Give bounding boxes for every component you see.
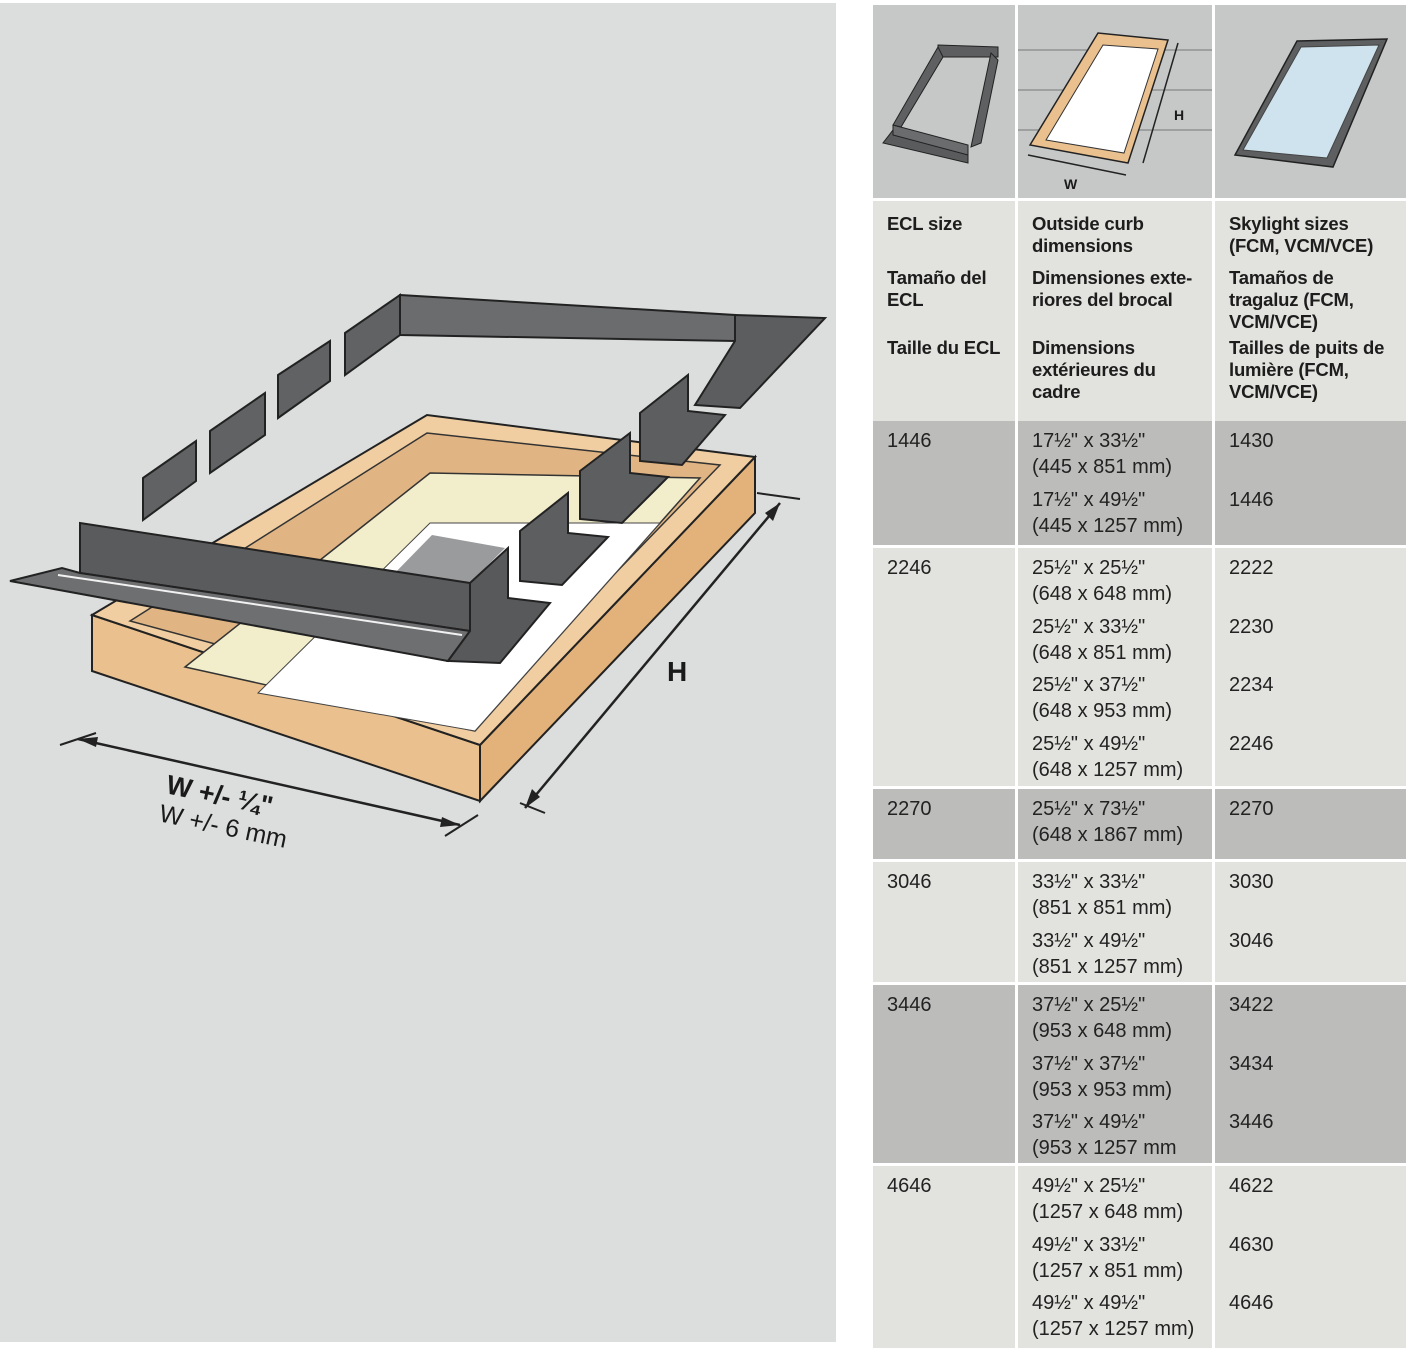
table-row: 3046 33½" x 33½" (851 x 851 mm) 3030 33½" x … bbox=[873, 862, 1406, 982]
header-curb-fr: Dimensions extérieures du cadre bbox=[1032, 337, 1156, 402]
skylight-size-cell: 4622 bbox=[1229, 1175, 1274, 1197]
header-ecl-es: Tamaño del ECL bbox=[887, 267, 987, 310]
skylight-size-cell: 3434 bbox=[1229, 1052, 1274, 1075]
ecl-size-cell: 1446 bbox=[887, 430, 932, 452]
curb-dimension-imperial: 49½" x 33½" bbox=[1032, 1233, 1146, 1256]
header-ecl-en: ECL size bbox=[887, 213, 963, 234]
curb-dimension-metric: (648 x 953 mm) bbox=[1032, 700, 1173, 722]
header-skylight-es: Tamaños de tragaluz (FCM, VCM/VCE) bbox=[1229, 267, 1354, 332]
skylight-size-cell: 2270 bbox=[1229, 798, 1274, 820]
column-divider bbox=[1015, 985, 1018, 1163]
curb-dimension-metric: (648 x 851 mm) bbox=[1032, 641, 1173, 664]
column-divider bbox=[1212, 548, 1215, 786]
skylight-size-cell: 3030 bbox=[1229, 871, 1274, 893]
flashing-kit-thumbnail bbox=[873, 5, 1015, 198]
ecl-size-cell: 2270 bbox=[887, 798, 932, 820]
column-divider bbox=[1212, 985, 1215, 1163]
curb-dimension-imperial: 25½" x 25½" bbox=[1032, 557, 1146, 579]
ecl-size-cell: 3046 bbox=[887, 871, 932, 893]
curb-dimension-metric: (1257 x 851 mm) bbox=[1032, 1259, 1184, 1282]
curb-dimension-imperial: 37½" x 49½" bbox=[1032, 1111, 1146, 1133]
ecl-flashing-icon bbox=[882, 44, 999, 164]
curb-dimension-metric: (445 x 1257 mm) bbox=[1032, 514, 1184, 537]
table-row: 1446 17½" x 33½" (445 x 851 mm) 1430 17½" x … bbox=[873, 421, 1406, 545]
skylight-size-cell: 1430 bbox=[1229, 430, 1274, 452]
table-row: 4646 49½" x 25½" (1257 x 648 mm) 4622 49½" x… bbox=[873, 1166, 1406, 1348]
skylight-size-cell: 3046 bbox=[1229, 929, 1274, 952]
header-skylight-sizes: Skylight sizes (FCM, VCM/VCE) Tamaños de… bbox=[1215, 201, 1406, 423]
curb-frame-icon: W H bbox=[1018, 32, 1212, 192]
curb-flashing-diagram: H W +/- ¼" W +/- 6 mm bbox=[9, 293, 828, 854]
skylight-size-cell: 4630 bbox=[1229, 1233, 1274, 1256]
skylight-size-cell: 4646 bbox=[1229, 1292, 1274, 1314]
curb-dimension-metric: (953 x 1257 mm bbox=[1032, 1137, 1177, 1159]
illustration-panel: H W +/- ¼" W +/- 6 mm bbox=[0, 3, 836, 1342]
column-divider bbox=[1212, 789, 1215, 859]
column-divider bbox=[1015, 1166, 1018, 1348]
ecl-size-table: W H ECL size Tamaño del ECL Taille du EC… bbox=[873, 5, 1406, 1348]
skylight-size-cell: 3446 bbox=[1229, 1111, 1274, 1133]
curb-dimension-metric: (648 x 1257 mm) bbox=[1032, 758, 1184, 781]
header-curb-en: Outside curb dimensions bbox=[1032, 213, 1144, 256]
column-divider bbox=[1015, 862, 1018, 982]
curb-dimension-metric: (953 x 648 mm) bbox=[1032, 1020, 1173, 1042]
column-divider bbox=[1212, 1166, 1215, 1348]
thumb-h-label: H bbox=[1174, 107, 1184, 123]
curb-dimension-metric: (648 x 648 mm) bbox=[1032, 583, 1173, 605]
column-divider bbox=[1015, 548, 1018, 786]
skylight-size-cell: 2234 bbox=[1229, 674, 1274, 696]
curb-dimension-imperial: 33½" x 33½" bbox=[1032, 871, 1146, 893]
curb-dimension-imperial: 25½" x 73½" bbox=[1032, 798, 1146, 820]
curb-dimension-metric: (445 x 851 mm) bbox=[1032, 456, 1173, 478]
curb-dimension-imperial: 33½" x 49½" bbox=[1032, 929, 1146, 952]
header-skylight-en: Skylight sizes (FCM, VCM/VCE) bbox=[1229, 213, 1374, 256]
curb-dimension-metric: (1257 x 1257 mm) bbox=[1032, 1318, 1195, 1340]
ecl-size-cell: 2246 bbox=[887, 557, 932, 579]
curb-dimension-metric: (648 x 1867 mm) bbox=[1032, 824, 1184, 846]
curb-frame-thumbnail: W H bbox=[1018, 5, 1212, 198]
skylight-size-cell: 2246 bbox=[1229, 732, 1274, 755]
table-row: 2270 25½" x 73½" (648 x 1867 mm) 2270 bbox=[873, 789, 1406, 859]
header-ecl-size: ECL size Tamaño del ECL Taille du ECL bbox=[873, 201, 1015, 423]
header-curb-dimensions: Outside curb dimensions Dimensiones exte… bbox=[1018, 201, 1212, 423]
skylight-size-cell: 2222 bbox=[1229, 557, 1274, 579]
curb-dimension-metric: (851 x 1257 mm) bbox=[1032, 955, 1184, 978]
ecl-size-cell: 3446 bbox=[887, 994, 932, 1016]
curb-dimension-imperial: 17½" x 49½" bbox=[1032, 488, 1146, 511]
curb-dimension-imperial: 37½" x 25½" bbox=[1032, 994, 1146, 1016]
curb-dimension-metric: (953 x 953 mm) bbox=[1032, 1078, 1173, 1101]
column-divider bbox=[1212, 862, 1215, 982]
column-divider bbox=[1212, 421, 1215, 545]
column-divider bbox=[1015, 789, 1018, 859]
ecl-size-cell: 4646 bbox=[887, 1175, 932, 1197]
header-curb-es: Dimensiones exte- riores del brocal bbox=[1032, 267, 1193, 310]
curb-dimension-imperial: 25½" x 33½" bbox=[1032, 615, 1146, 638]
skylight-thumbnail bbox=[1215, 5, 1406, 198]
table-row: 2246 25½" x 25½" (648 x 648 mm) 2222 25½" x … bbox=[873, 548, 1406, 786]
curb-dimension-imperial: 25½" x 49½" bbox=[1032, 732, 1146, 755]
curb-dimension-metric: (851 x 851 mm) bbox=[1032, 897, 1173, 919]
curb-dimension-metric: (1257 x 648 mm) bbox=[1032, 1201, 1184, 1223]
curb-dimension-imperial: 25½" x 37½" bbox=[1032, 674, 1146, 696]
skylight-icon bbox=[1233, 38, 1389, 168]
h-dimension-label: H bbox=[667, 656, 687, 687]
skylight-size-cell: 1446 bbox=[1229, 488, 1274, 511]
skylight-size-cell: 3422 bbox=[1229, 994, 1274, 1016]
header-skylight-fr: Tailles de puits de lumière (FCM, VCM/VC… bbox=[1229, 337, 1385, 402]
thumb-w-label: W bbox=[1064, 176, 1078, 192]
skylight-size-cell: 2230 bbox=[1229, 615, 1274, 638]
curb-dimension-imperial: 49½" x 25½" bbox=[1032, 1175, 1146, 1197]
curb-dimension-imperial: 37½" x 37½" bbox=[1032, 1052, 1146, 1075]
table-row: 3446 37½" x 25½" (953 x 648 mm) 3422 37½" x … bbox=[873, 985, 1406, 1163]
curb-dimension-imperial: 17½" x 33½" bbox=[1032, 430, 1146, 452]
curb-dimension-imperial: 49½" x 49½" bbox=[1032, 1292, 1146, 1314]
header-ecl-fr: Taille du ECL bbox=[887, 337, 1001, 358]
column-divider bbox=[1015, 421, 1018, 545]
